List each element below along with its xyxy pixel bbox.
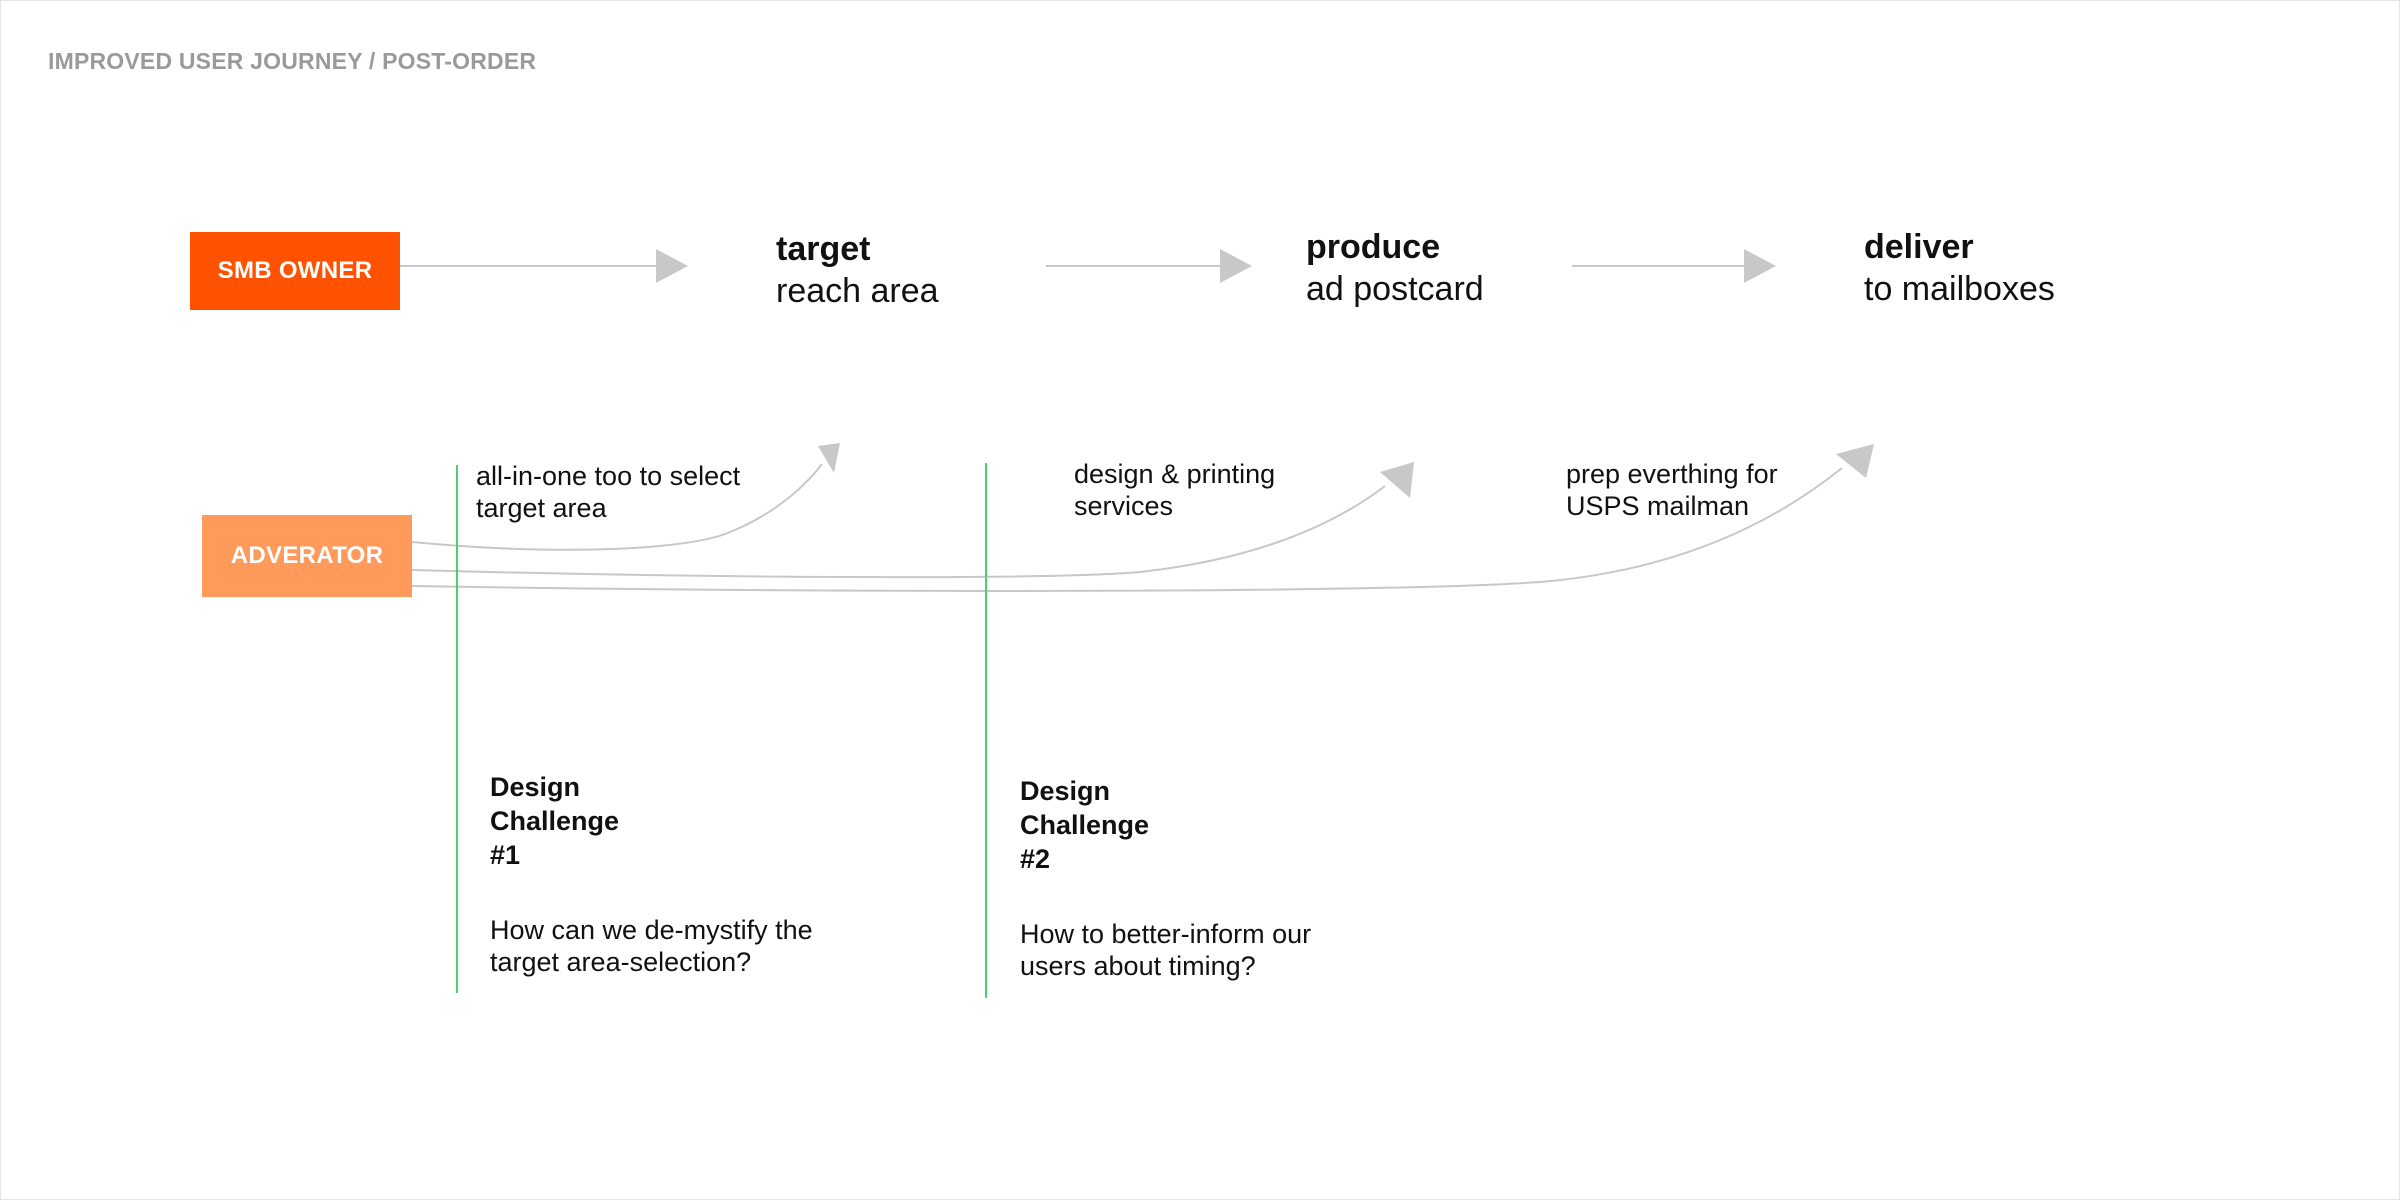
note-produce: design & printing services bbox=[1074, 459, 1276, 521]
step-produce: produce ad postcard bbox=[1306, 226, 1484, 310]
step-object: reach area bbox=[776, 272, 939, 310]
step-deliver: deliver to mailboxes bbox=[1864, 226, 2055, 310]
arrow-produce-to-deliver bbox=[1572, 249, 1776, 283]
step-object: ad postcard bbox=[1306, 270, 1484, 308]
design-challenge-1: Design Challenge #1 How can we de-mystif… bbox=[490, 770, 890, 978]
actor-smb-owner-label: SMB OWNER bbox=[217, 257, 373, 284]
note-deliver: prep everthing for USPS mailman bbox=[1566, 459, 1778, 521]
step-verb: target bbox=[776, 230, 871, 268]
note-target: all-in-one too to select target area bbox=[476, 461, 741, 523]
step-verb: produce bbox=[1306, 228, 1441, 266]
design-challenge-2: Design Challenge #2 How to better-inform… bbox=[1020, 774, 1420, 982]
curve-adverator-to-target bbox=[411, 443, 840, 551]
curve-adverator-to-produce bbox=[411, 462, 1414, 579]
challenge-title: Design Challenge #1 bbox=[490, 772, 620, 870]
page-title: IMPROVED USER JOURNEY / POST-ORDER bbox=[48, 48, 537, 74]
actor-smb-owner: SMB OWNER bbox=[190, 232, 400, 310]
challenge-question: How to better-inform our users about tim… bbox=[1020, 919, 1312, 981]
curve-adverator-to-deliver bbox=[411, 444, 1874, 592]
step-target: target reach area bbox=[776, 228, 939, 312]
step-verb: deliver bbox=[1864, 228, 1974, 266]
challenge-question: How can we de-mystify the target area-se… bbox=[490, 915, 813, 977]
challenge-divider bbox=[985, 463, 987, 998]
challenge-divider bbox=[456, 465, 458, 993]
actor-adverator: ADVERATOR bbox=[202, 515, 412, 597]
challenge-title: Design Challenge #2 bbox=[1020, 776, 1150, 874]
arrow-target-to-produce bbox=[1046, 249, 1252, 283]
actor-adverator-label: ADVERATOR bbox=[230, 542, 384, 569]
step-object: to mailboxes bbox=[1864, 270, 2055, 308]
arrow-smb-to-target bbox=[400, 249, 688, 283]
